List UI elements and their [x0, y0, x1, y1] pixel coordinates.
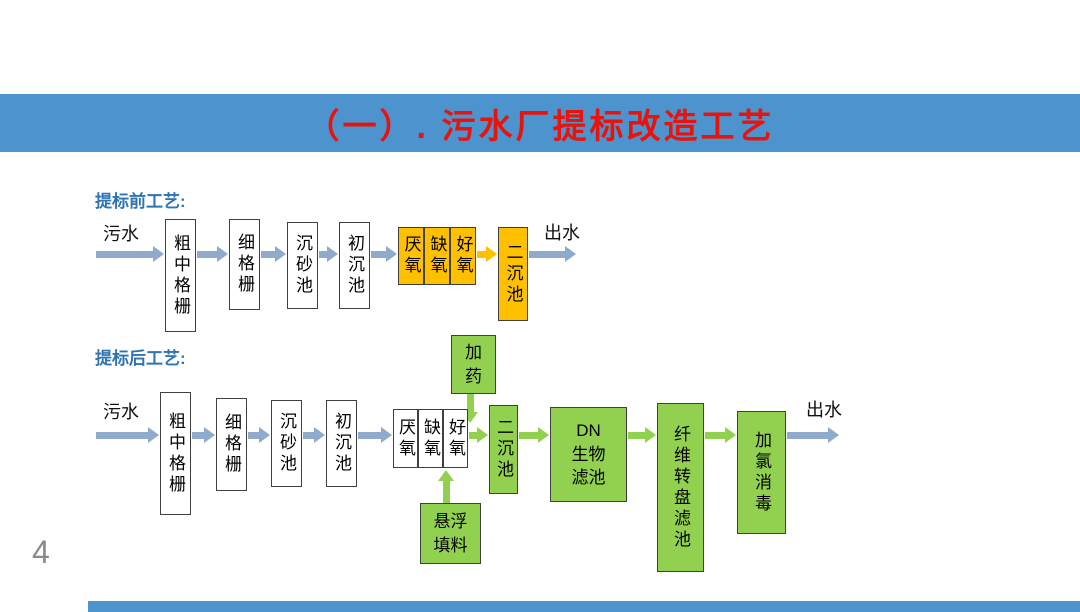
- arrow-right-icon: [371, 246, 397, 262]
- box-label: 沉砂池: [293, 234, 312, 297]
- box-label: 细格栅: [222, 413, 241, 476]
- box-coarse-screen: 粗中格栅: [165, 219, 196, 332]
- box-label: 沉砂池: [277, 412, 296, 475]
- after-effluent-label: 出水: [806, 400, 842, 420]
- box-label: 纤维转盘滤池: [671, 424, 690, 551]
- box-primary-sedimentation: 初沉池: [339, 222, 370, 309]
- box-label: 加氯消毒: [752, 430, 771, 515]
- arrow-right-icon: [303, 427, 325, 443]
- box-label: 悬浮 填料: [433, 511, 468, 555]
- box-dosing: 加 药: [451, 335, 496, 394]
- box-dn-biofilter: DN 生物 滤池: [550, 407, 627, 502]
- box-secondary-sedimentation: 二沉池: [489, 405, 518, 494]
- box-label: 好氧: [453, 235, 473, 277]
- box-grit-chamber: 沉砂池: [271, 400, 302, 487]
- box-anaerobic: 厌氧: [393, 409, 418, 468]
- box-label: 粗中格栅: [171, 233, 190, 318]
- box-label: 二沉池: [494, 418, 513, 481]
- box-anoxic: 缺氧: [418, 409, 443, 468]
- after-process-label: 提标后工艺:: [95, 349, 186, 368]
- box-label: 厌氧: [401, 235, 421, 277]
- box-label: 二沉池: [503, 242, 523, 306]
- page-number: 4: [32, 534, 50, 570]
- box-label: 细格栅: [235, 233, 254, 296]
- arrow-right-icon: [529, 246, 576, 262]
- arrow-right-icon: [261, 246, 286, 262]
- box-label: 厌氧: [396, 417, 415, 460]
- box-label: 好氧: [446, 417, 465, 460]
- box-chlorine-disinfection: 加氯消毒: [737, 411, 786, 534]
- arrow-right-icon: [787, 427, 839, 443]
- arrow-right-icon: [358, 427, 392, 443]
- box-aerobic: 好氧: [443, 409, 468, 468]
- box-label: 缺氧: [421, 417, 440, 460]
- box-anoxic: 缺氧: [424, 227, 450, 285]
- box-anaerobic: 厌氧: [398, 227, 424, 285]
- box-label: 缺氧: [427, 235, 447, 277]
- arrow-right-icon: [96, 246, 164, 262]
- box-label: DN 生物 滤池: [571, 420, 606, 488]
- box-label: 粗中格栅: [166, 411, 185, 496]
- before-effluent-label: 出水: [544, 223, 580, 243]
- title-banner: （一）. 污水厂提标改造工艺: [0, 94, 1080, 152]
- footer-bar: [88, 601, 1080, 612]
- arrow-right-icon: [519, 427, 549, 443]
- box-label: 初沉池: [332, 412, 351, 475]
- box-secondary-sedimentation: 二沉池: [498, 227, 528, 321]
- box-aerobic: 好氧: [450, 227, 476, 285]
- arrow-right-icon: [197, 246, 228, 262]
- arrow-right-icon: [477, 246, 497, 262]
- arrow-right-icon: [248, 427, 270, 443]
- arrow-right-icon: [705, 427, 736, 443]
- before-influent-label: 污水: [103, 224, 139, 244]
- arrow-down-icon: [462, 394, 478, 423]
- arrow-right-icon: [192, 427, 215, 443]
- arrow-right-icon: [628, 427, 656, 443]
- arrow-right-icon: [319, 246, 338, 262]
- arrow-up-icon: [438, 470, 454, 503]
- box-fiber-disc-filter: 纤维转盘滤池: [657, 403, 704, 572]
- arrow-right-icon: [96, 427, 159, 443]
- box-suspended-media: 悬浮 填料: [420, 503, 481, 564]
- after-influent-label: 污水: [103, 402, 139, 422]
- box-label: 加 药: [465, 342, 482, 386]
- box-label: 初沉池: [345, 234, 364, 297]
- box-coarse-screen: 粗中格栅: [160, 392, 191, 515]
- arrow-right-icon: [469, 427, 488, 443]
- slide-title: （一）. 污水厂提标改造工艺: [305, 107, 775, 146]
- box-grit-chamber: 沉砂池: [287, 222, 318, 309]
- box-fine-screen: 细格栅: [229, 219, 260, 310]
- box-primary-sedimentation: 初沉池: [326, 400, 357, 487]
- box-fine-screen: 细格栅: [216, 398, 247, 491]
- before-process-label: 提标前工艺:: [95, 192, 186, 211]
